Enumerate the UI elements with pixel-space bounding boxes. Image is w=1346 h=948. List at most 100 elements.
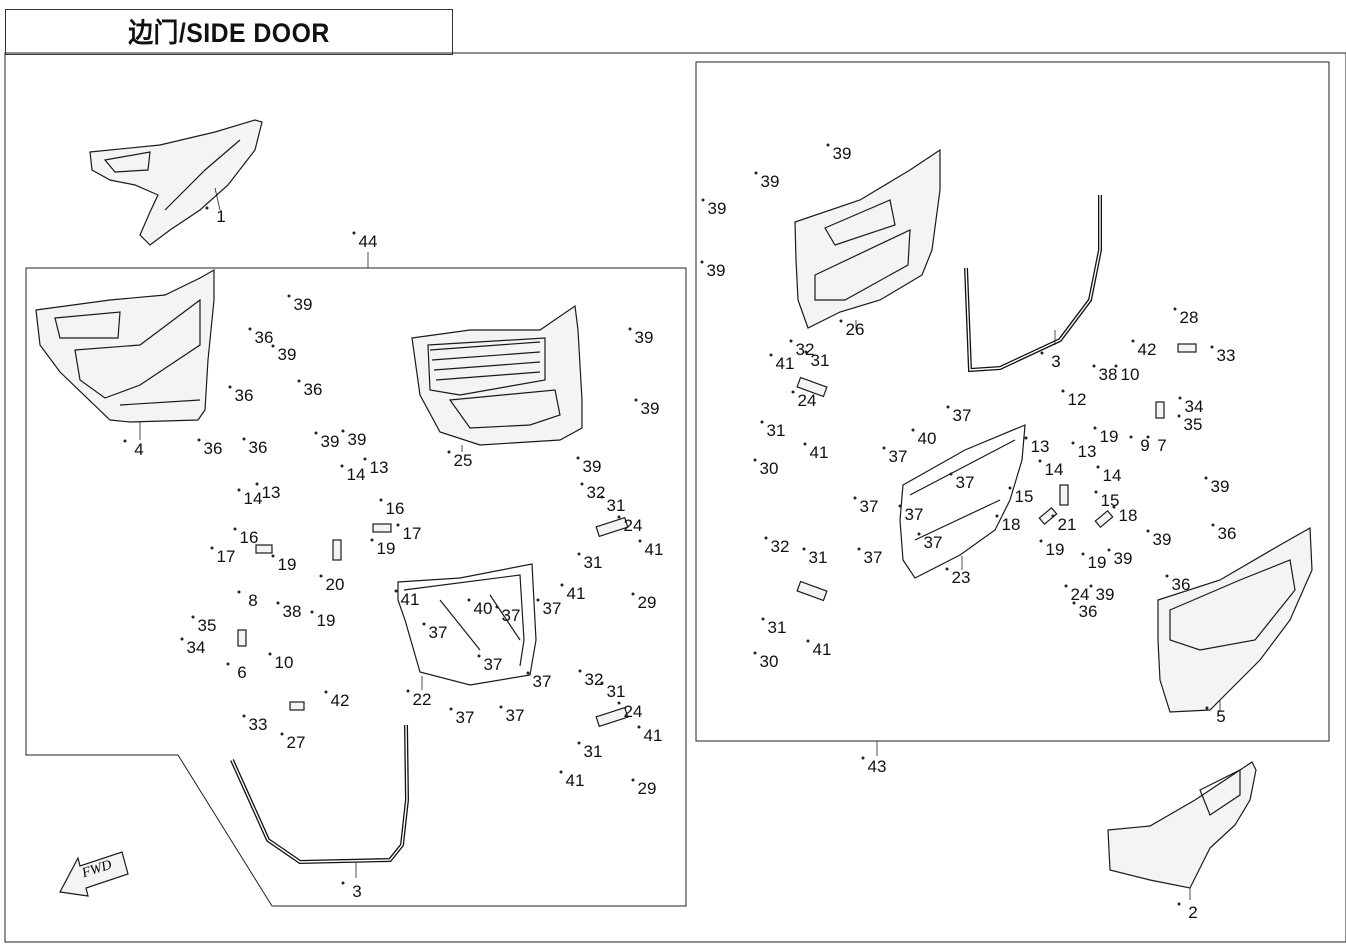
- fastener-dot: [1096, 465, 1100, 469]
- callout-31: 31: [767, 421, 786, 440]
- fastener-dot: [806, 639, 810, 643]
- fastener-dot: [370, 538, 374, 542]
- callout-37: 37: [889, 447, 908, 466]
- fastener-dot: [255, 482, 259, 486]
- fastener-dot: [857, 547, 861, 551]
- fastener-dot: [617, 515, 621, 519]
- fastener-dot: [1107, 548, 1111, 552]
- callout-36: 36: [1079, 602, 1098, 621]
- callout-3: 3: [352, 882, 361, 901]
- callout-14: 14: [347, 465, 366, 484]
- fastener-dot: [628, 327, 632, 331]
- callout-8: 8: [248, 591, 257, 610]
- fastener-dot: [701, 198, 705, 202]
- callout-43: 43: [868, 757, 887, 776]
- fastener-dot: [600, 681, 604, 685]
- right-door-assembly-frame: [695, 61, 1330, 742]
- callout-13: 13: [1078, 442, 1097, 461]
- page-title: 边门/SIDE DOOR: [128, 18, 330, 48]
- callout-37: 37: [533, 672, 552, 691]
- callout-24: 24: [798, 391, 817, 410]
- fastener-dot: [1072, 601, 1076, 605]
- fastener-dot: [577, 741, 581, 745]
- fastener-dot: [802, 547, 806, 551]
- callout-15: 15: [1101, 491, 1120, 510]
- callout-39: 39: [1096, 585, 1115, 604]
- callout-31: 31: [607, 682, 626, 701]
- fastener-dot: [1210, 345, 1214, 349]
- callout-38: 38: [1099, 365, 1118, 384]
- callout-42: 42: [1138, 340, 1157, 359]
- fastener-dot: [287, 294, 291, 298]
- fastener-dot: [1038, 459, 1042, 463]
- callout-19: 19: [1046, 540, 1065, 559]
- callout-39: 39: [1114, 549, 1133, 568]
- fastener-dot: [1177, 902, 1181, 906]
- fastener-dot: [1092, 364, 1096, 368]
- callout-24: 24: [624, 516, 643, 535]
- fastener-dot: [1177, 414, 1181, 418]
- fastener-dot: [1008, 486, 1012, 490]
- fastener-dot: [764, 536, 768, 540]
- callout-40: 40: [918, 429, 937, 448]
- callout-37: 37: [506, 706, 525, 725]
- callout-40: 40: [474, 599, 493, 618]
- fastener-dot: [1165, 574, 1169, 578]
- callout-20: 20: [326, 575, 345, 594]
- fastener-dot: [753, 458, 757, 462]
- fastener-dot: [949, 472, 953, 476]
- callout-39: 39: [1211, 477, 1230, 496]
- fastener-dot: [1129, 435, 1133, 439]
- fastener-dot: [1211, 523, 1215, 527]
- callout-19: 19: [317, 611, 336, 630]
- fastener-dot: [1094, 490, 1098, 494]
- callout-15: 15: [1015, 487, 1034, 506]
- part-3-door-seal-left: [230, 724, 410, 878]
- callout-37: 37: [543, 599, 562, 618]
- fastener-dot: [467, 598, 471, 602]
- callout-39: 39: [708, 199, 727, 218]
- callout-16: 16: [386, 499, 405, 518]
- callout-32: 32: [796, 340, 815, 359]
- fastener-dot: [911, 428, 915, 432]
- callout-37: 37: [864, 548, 883, 567]
- fastener-dot: [352, 231, 356, 235]
- callout-9: 9: [1140, 436, 1149, 455]
- callout-19: 19: [1100, 427, 1119, 446]
- fastener-dot: [205, 206, 209, 210]
- fastener-dot: [536, 598, 540, 602]
- callout-14: 14: [244, 489, 263, 508]
- fastener-dot: [379, 498, 383, 502]
- callout-37: 37: [456, 708, 475, 727]
- callout-3: 3: [1051, 352, 1060, 371]
- fastener-dot: [1173, 307, 1177, 311]
- callout-27: 27: [287, 733, 306, 752]
- callout-1: 1: [216, 207, 225, 226]
- callout-4: 4: [134, 440, 143, 459]
- callout-35: 35: [1184, 415, 1203, 434]
- callout-32: 32: [587, 483, 606, 502]
- callout-23: 23: [952, 568, 971, 587]
- fastener-dot: [1039, 539, 1043, 543]
- callout-41: 41: [566, 771, 585, 790]
- fastener-dot: [600, 495, 604, 499]
- callout-33: 33: [249, 715, 268, 734]
- fastener-dot: [578, 669, 582, 673]
- callout-39: 39: [321, 432, 340, 451]
- callout-31: 31: [607, 496, 626, 515]
- fastener-dot: [631, 778, 635, 782]
- fastener-dot: [560, 583, 564, 587]
- callout-18: 18: [1002, 515, 1021, 534]
- fastener-dot: [637, 725, 641, 729]
- fastener-dot: [1146, 435, 1150, 439]
- callout-39: 39: [761, 172, 780, 191]
- callout-10: 10: [1121, 365, 1140, 384]
- fastener-dot: [314, 431, 318, 435]
- callout-25: 25: [454, 451, 473, 470]
- fwd-arrow-badge: [59, 851, 129, 897]
- fastener-dot: [248, 327, 252, 331]
- fastener-dot: [237, 590, 241, 594]
- callout-7: 7: [1157, 436, 1166, 455]
- callout-26: 26: [846, 320, 865, 339]
- fastener-dot: [882, 446, 886, 450]
